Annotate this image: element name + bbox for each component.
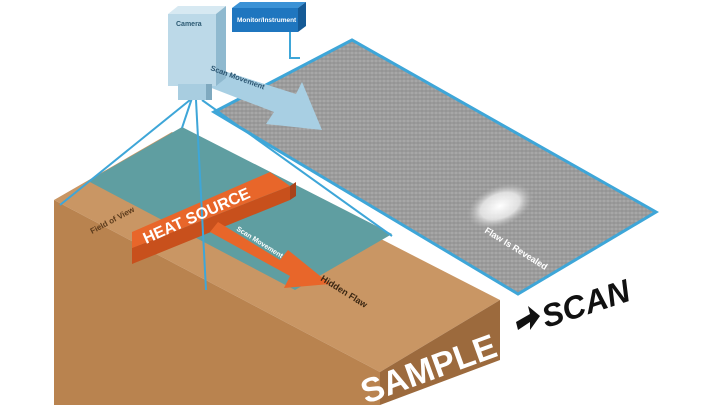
heat-source-side xyxy=(290,182,296,200)
revealed-flaw-spot xyxy=(467,183,533,229)
arrow-right-icon xyxy=(196,64,322,130)
monitor-label: Monitor/Instrument xyxy=(237,17,297,24)
heat-source-bar xyxy=(132,172,296,264)
monitor-icon xyxy=(232,2,306,32)
sample-side-face xyxy=(380,300,500,405)
camera-icon xyxy=(168,6,226,100)
arrow-right-icon xyxy=(210,222,330,288)
heat-source-front xyxy=(132,186,290,264)
scan-arrow xyxy=(196,64,322,130)
field-of-view-lines xyxy=(59,30,393,291)
arrow-right-icon xyxy=(516,306,540,330)
scan-panel xyxy=(210,38,659,296)
camera-label: Camera xyxy=(176,21,202,28)
scan-panel-surface xyxy=(210,38,659,296)
heat-source-top xyxy=(132,172,290,248)
scan-label: SCAN xyxy=(537,272,635,335)
heat-arrow xyxy=(210,222,330,288)
